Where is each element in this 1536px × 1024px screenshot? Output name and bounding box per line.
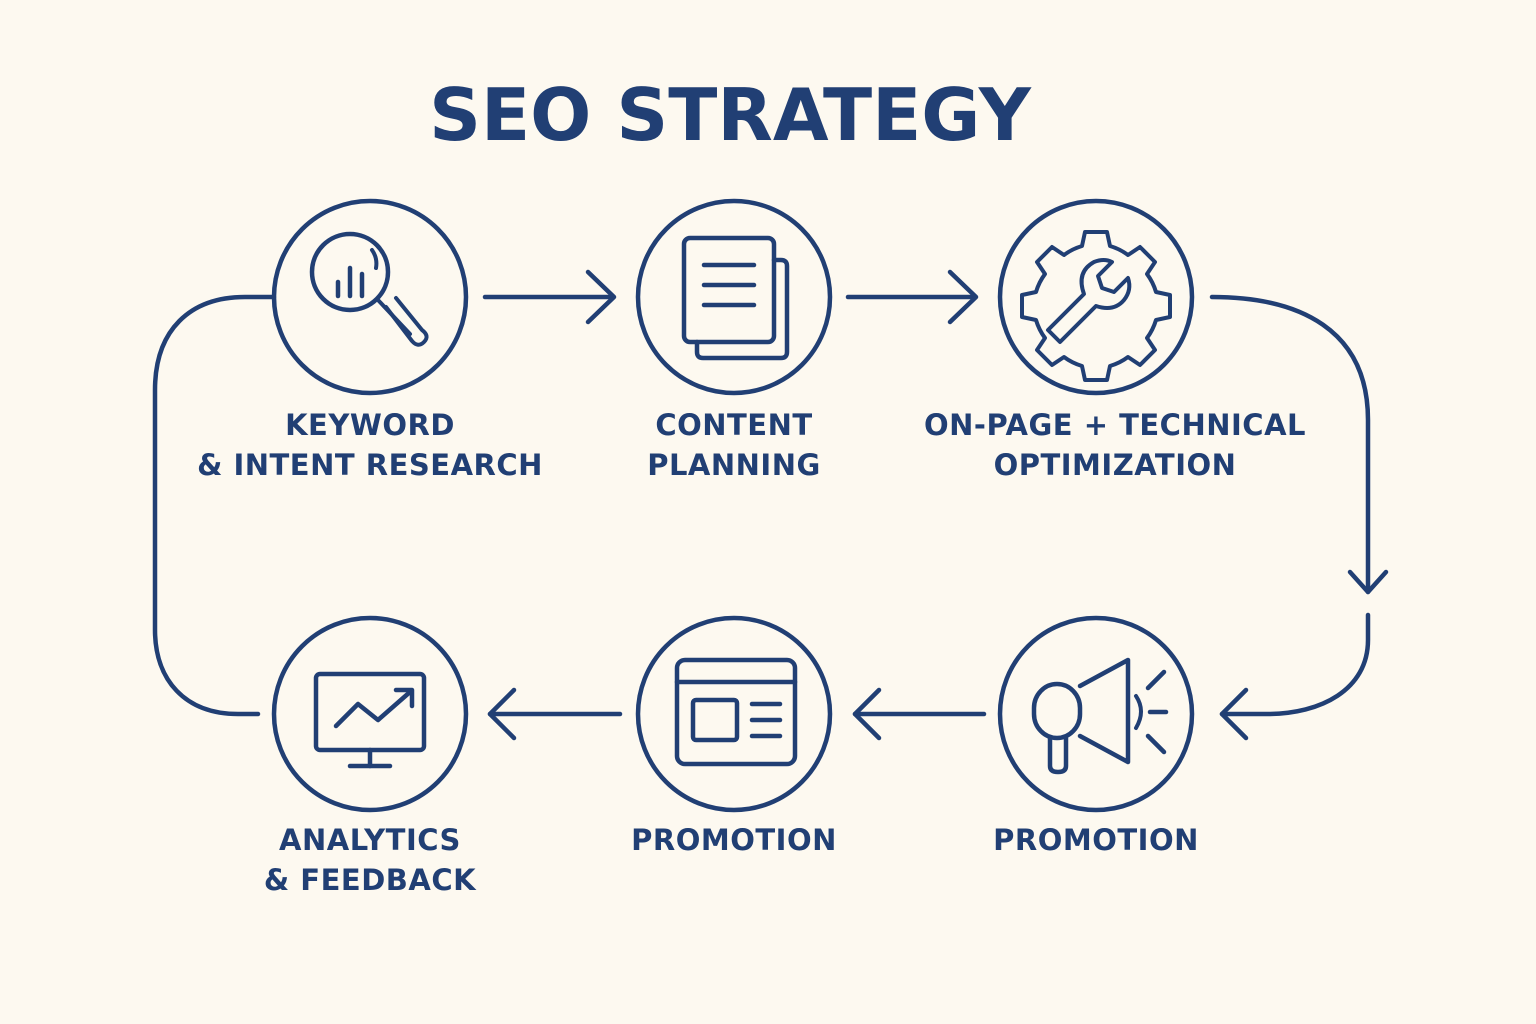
step-2-label: CONTENT PLANNING: [554, 405, 914, 485]
connector-loop-6-to-1: [152, 294, 277, 717]
gear-wrench-icon: [1020, 230, 1172, 382]
step-1-label-line-1: KEYWORD: [285, 408, 455, 442]
step-2-label-line-1: CONTENT: [655, 408, 813, 442]
step-4-node: [997, 615, 1195, 813]
step-2-circle: [635, 198, 833, 396]
step-3-label-line-2: OPTIMIZATION: [993, 448, 1237, 482]
step-6-label-line-2: & FEEDBACK: [263, 863, 477, 897]
step-5-circle: [635, 615, 833, 813]
step-4-label-line-1: PROMOTION: [993, 823, 1199, 857]
step-3-node: [997, 198, 1195, 396]
step-5-label-line-1: PROMOTION: [631, 823, 837, 857]
connector-arrow-5-to-6: [487, 687, 623, 741]
connector-arrow-3-to-4: [1209, 294, 1389, 741]
connector-arrow-4-to-5: [852, 687, 987, 741]
step-5-node: [635, 615, 833, 813]
step-1-node: [271, 198, 469, 396]
megaphone-icon: [1031, 657, 1169, 775]
browser-window-icon: [674, 657, 798, 767]
step-5-label: PROMOTION: [574, 820, 894, 860]
document-icon: [681, 235, 790, 361]
step-6-label: ANALYTICS & FEEDBACK: [210, 820, 530, 900]
diagram-title: SEO STRATEGY: [429, 73, 1031, 157]
step-4-label: PROMOTION: [936, 820, 1256, 860]
step-6-label-line-1: ANALYTICS: [279, 823, 461, 857]
step-2-label-line-2: PLANNING: [647, 448, 821, 482]
step-3-label-line-1: ON-PAGE + TECHNICAL: [923, 408, 1306, 442]
step-2-node: [635, 198, 833, 396]
step-1-label: KEYWORD & INTENT RESEARCH: [150, 405, 590, 485]
connector-arrow-1-to-2: [482, 269, 617, 325]
step-3-circle: [997, 198, 1195, 396]
step-4-circle: [997, 615, 1195, 813]
connector-arrow-2-to-3: [845, 269, 979, 325]
monitor-trend-icon: [313, 671, 427, 769]
magnifier-chart-icon: [309, 231, 429, 347]
step-1-label-line-2: & INTENT RESEARCH: [197, 448, 543, 482]
step-6-node: [271, 615, 469, 813]
step-1-circle: [271, 198, 469, 396]
step-6-circle: [271, 615, 469, 813]
step-3-label: ON-PAGE + TECHNICAL OPTIMIZATION: [900, 405, 1330, 485]
